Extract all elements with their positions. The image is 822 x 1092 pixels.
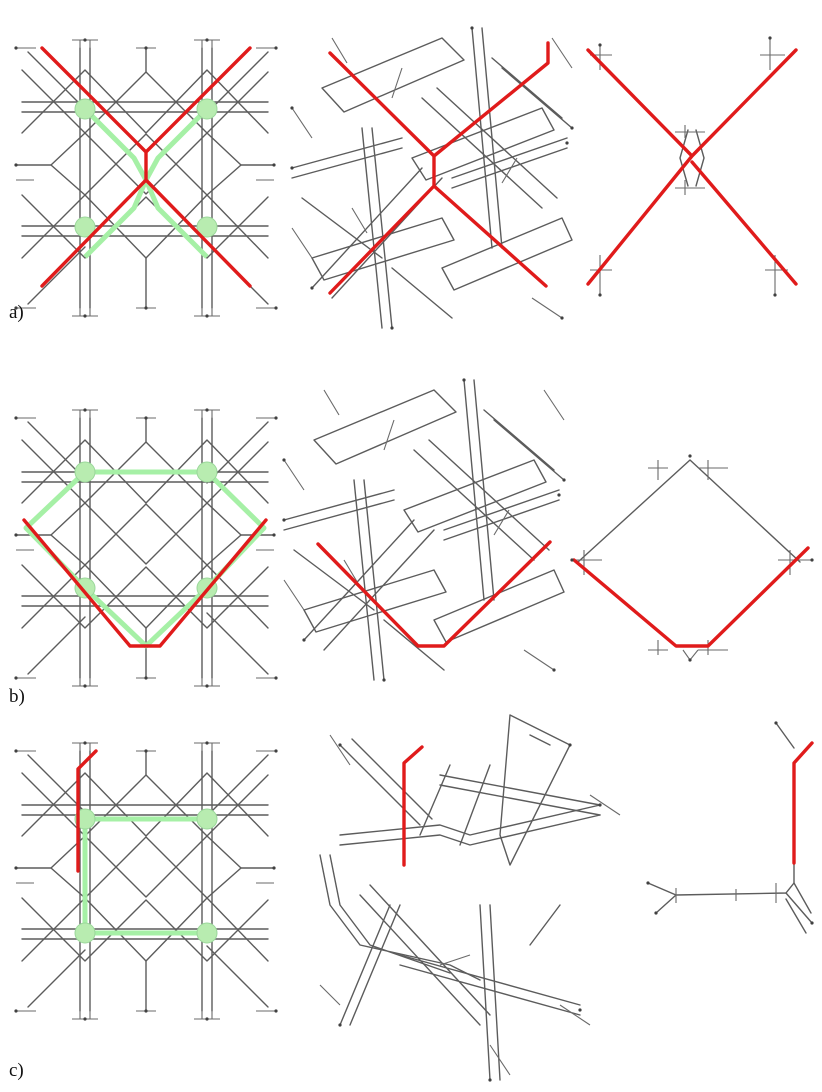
row-c-simplified-panel: [636, 713, 818, 963]
row-a-green-node: [75, 99, 95, 119]
row-a-rotated-layout-panel: [292, 8, 572, 328]
row-a-red-path: [42, 48, 250, 286]
row-b-rotated-layout-panel: [284, 370, 574, 690]
row-c-green-node: [197, 923, 217, 943]
row-a-simplified-panel: [580, 30, 810, 310]
row-a-label: a): [9, 302, 24, 324]
row-c-green-node: [75, 923, 95, 943]
figure-row-b: b): [0, 370, 822, 700]
row-c-label: c): [9, 1060, 24, 1082]
figure-row-a: a): [0, 0, 822, 330]
row-c-original-grid-panel: [6, 733, 286, 1023]
row-b-simplified-panel: [568, 450, 818, 680]
row-a-green-route: [85, 109, 207, 257]
row-c-red-path: [794, 743, 812, 863]
row-b-green-node: [197, 462, 217, 482]
figure-row-c: c): [0, 705, 822, 1092]
row-b-green-node: [75, 462, 95, 482]
row-a-red-path: [588, 50, 796, 284]
row-c-green-node: [197, 809, 217, 829]
row-b-original-grid-panel: [6, 400, 286, 690]
row-b-green-route: [26, 472, 264, 646]
row-c-rotated-layout-panel: [300, 705, 630, 1080]
row-b-red-path: [574, 548, 808, 646]
row-a-original-grid-panel: [6, 30, 286, 320]
row-a-red-path: [330, 43, 548, 293]
row-a-green-node: [197, 99, 217, 119]
